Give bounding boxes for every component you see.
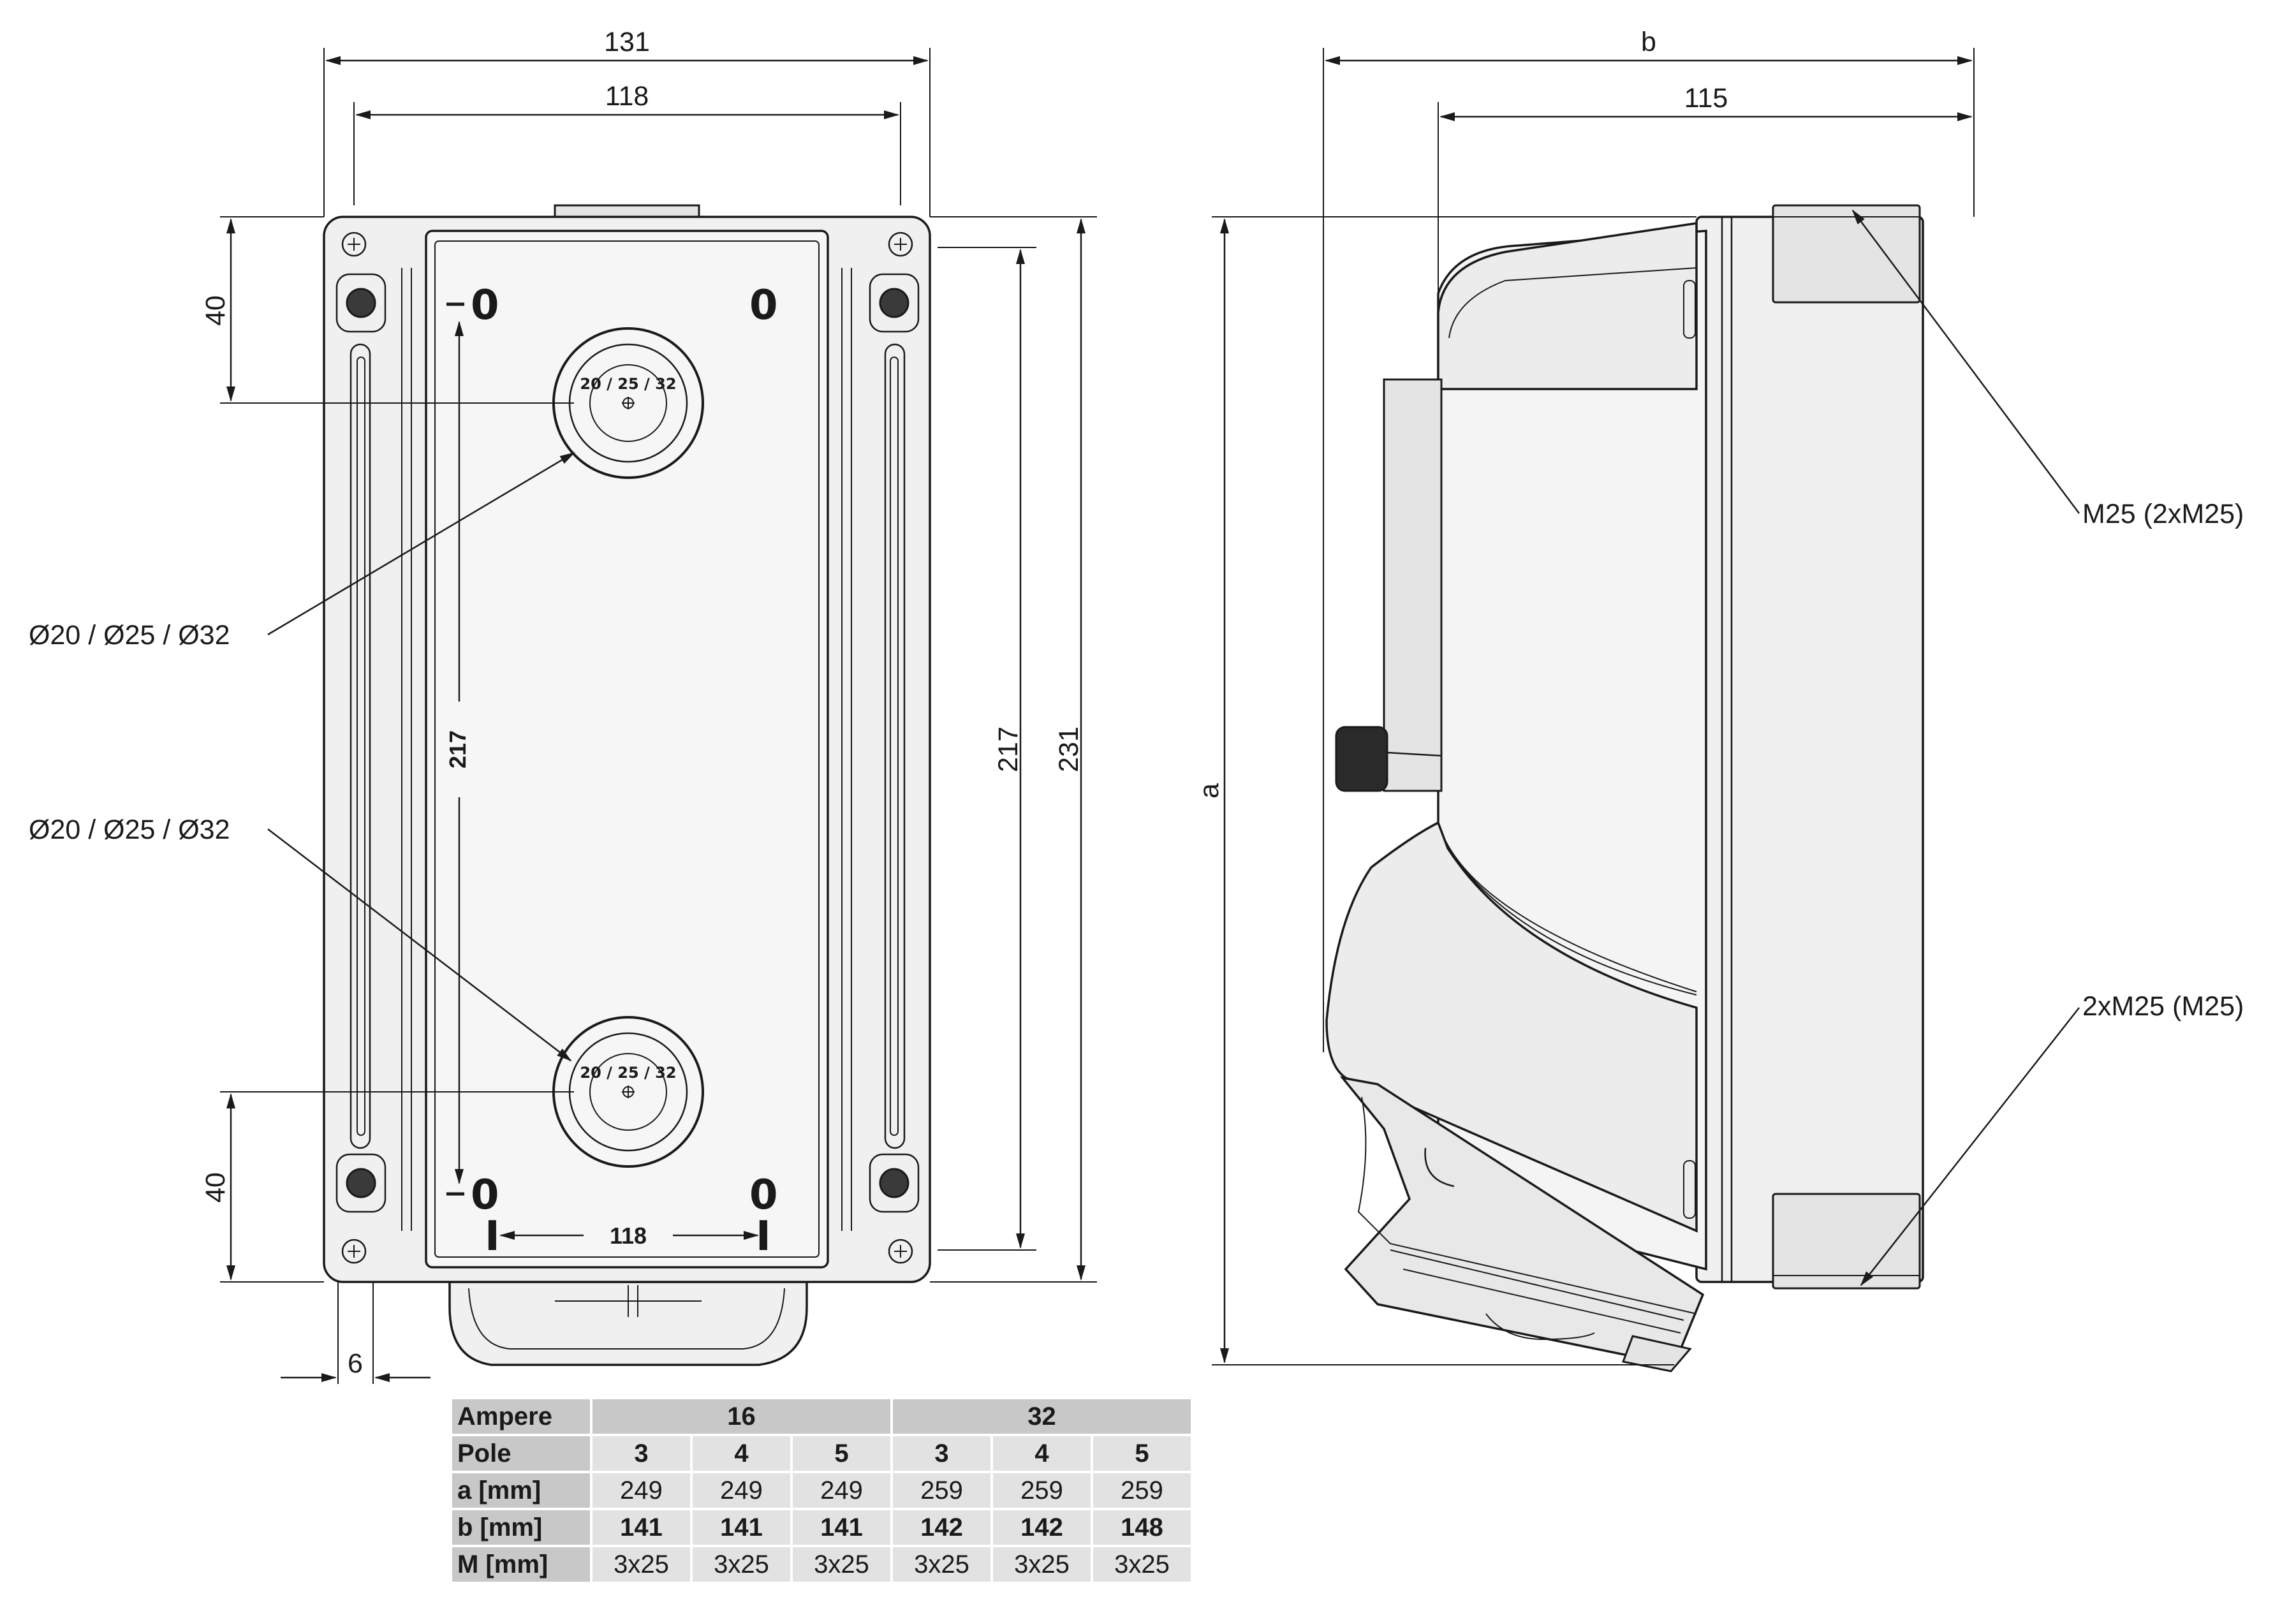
cell: 16 — [592, 1399, 890, 1434]
inner-height-label: 217 — [445, 730, 471, 769]
cell: 259 — [1093, 1473, 1191, 1508]
dim-depth-overall: b — [1641, 27, 1656, 57]
cell: 249 — [693, 1473, 790, 1508]
cell: 141 — [592, 1510, 690, 1545]
mounting-lug-br — [869, 1153, 920, 1213]
cell: 259 — [993, 1473, 1091, 1508]
thread-stub-bottom — [1772, 1193, 1921, 1290]
switch-knob — [1335, 726, 1388, 792]
dim-height-inner: 217 — [993, 726, 1024, 772]
row-label: a [mm] — [452, 1473, 590, 1508]
row-a: a [mm] 249 249 249 259 259 259 — [452, 1473, 1191, 1508]
row-m: M [mm] 3x25 3x25 3x25 3x25 3x25 3x25 — [452, 1547, 1191, 1582]
cell: 32 — [893, 1399, 1191, 1434]
corner-screw-bl — [341, 1239, 367, 1264]
cell: 249 — [592, 1473, 690, 1508]
row-label: Pole — [452, 1436, 590, 1471]
corner-screw-tr — [888, 232, 913, 257]
mark-off-tl: 0 — [471, 282, 499, 329]
front-view: 20 / 25 / 32 20 / 25 / 32 0 0 0 0 I I 21… — [323, 204, 931, 1366]
inner-width-label: 118 — [610, 1223, 647, 1249]
mounting-lug-bl — [335, 1153, 386, 1213]
cell: 4 — [993, 1436, 1091, 1471]
corner-screw-br — [888, 1239, 913, 1264]
lid-dome — [1437, 221, 1698, 390]
cell: 3 — [592, 1436, 690, 1471]
cell: 3x25 — [993, 1547, 1091, 1582]
cell: 249 — [793, 1473, 890, 1508]
knockout-top-digits: 20 / 25 / 32 — [580, 375, 676, 393]
mounting-lug-tr — [869, 273, 920, 333]
dim-bottom-offset: 40 — [200, 1172, 231, 1203]
cell: 3 — [893, 1436, 990, 1471]
thread-stub-top — [1772, 204, 1921, 304]
cell: 3x25 — [793, 1547, 890, 1582]
cell: 4 — [693, 1436, 790, 1471]
cell: 3x25 — [1093, 1547, 1191, 1582]
socket-body — [1325, 821, 1698, 1233]
dim-depth-inner: 115 — [1684, 83, 1728, 114]
cell: 142 — [893, 1510, 990, 1545]
gland-label-top: Ø20 / Ø25 / Ø32 — [29, 620, 230, 651]
side-dimensions: b 115 a M25 (2xM25) 2xM25 (M25) — [1194, 27, 2244, 1365]
mark-off-tr: 0 — [749, 282, 778, 329]
mark-off-br: 0 — [749, 1172, 778, 1219]
mark-on-br: I — [756, 1213, 771, 1260]
dim-height-overall: 231 — [1054, 726, 1084, 772]
dim-height-a: a — [1194, 783, 1225, 798]
mark-on-bl: I — [485, 1213, 500, 1260]
dim-wall-offset: 6 — [348, 1348, 363, 1379]
cell: 141 — [693, 1510, 790, 1545]
row-label: M [mm] — [452, 1547, 590, 1582]
cell: 5 — [1093, 1436, 1191, 1471]
dim-width-overall: 131 — [604, 27, 650, 57]
mark-off-bl: 0 — [471, 1172, 499, 1219]
cell: 148 — [1093, 1510, 1191, 1545]
row-label: b [mm] — [452, 1510, 590, 1545]
cell: 3x25 — [893, 1547, 990, 1582]
row-b: b [mm] 141 141 141 142 142 148 — [452, 1510, 1191, 1545]
spec-table: Ampere 16 32 Pole 3 4 5 3 4 5 a [mm] 249… — [450, 1397, 1193, 1584]
row-pole: Pole 3 4 5 3 4 5 — [452, 1436, 1191, 1471]
enclosure-lid — [425, 230, 829, 1269]
side-view — [1325, 204, 1924, 1372]
knockout-bottom-digits: 20 / 25 / 32 — [580, 1064, 676, 1082]
cell: 3x25 — [693, 1547, 790, 1582]
corner-screw-tl — [341, 232, 367, 257]
row-label: Ampere — [452, 1399, 590, 1434]
cell: 3x25 — [592, 1547, 690, 1582]
thread-label-top: M25 (2xM25) — [2082, 499, 2244, 529]
socket-cap — [1339, 1076, 1705, 1372]
cell: 141 — [793, 1510, 890, 1545]
mounting-lug-tl — [335, 273, 386, 333]
dim-width-inner: 118 — [605, 81, 649, 112]
cell: 259 — [893, 1473, 990, 1508]
cell: 5 — [793, 1436, 890, 1471]
knockout-bottom: 20 / 25 / 32 — [552, 1016, 704, 1168]
row-ampere: Ampere 16 32 — [452, 1399, 1191, 1434]
thread-label-bottom: 2xM25 (M25) — [2082, 991, 2244, 1022]
cell: 142 — [993, 1510, 1091, 1545]
gland-label-bottom: Ø20 / Ø25 / Ø32 — [29, 814, 230, 845]
front-dimensions: 131 118 231 217 40 40 6 Ø20 / Ø25 — [29, 27, 1097, 1384]
dim-top-offset: 40 — [200, 295, 231, 326]
